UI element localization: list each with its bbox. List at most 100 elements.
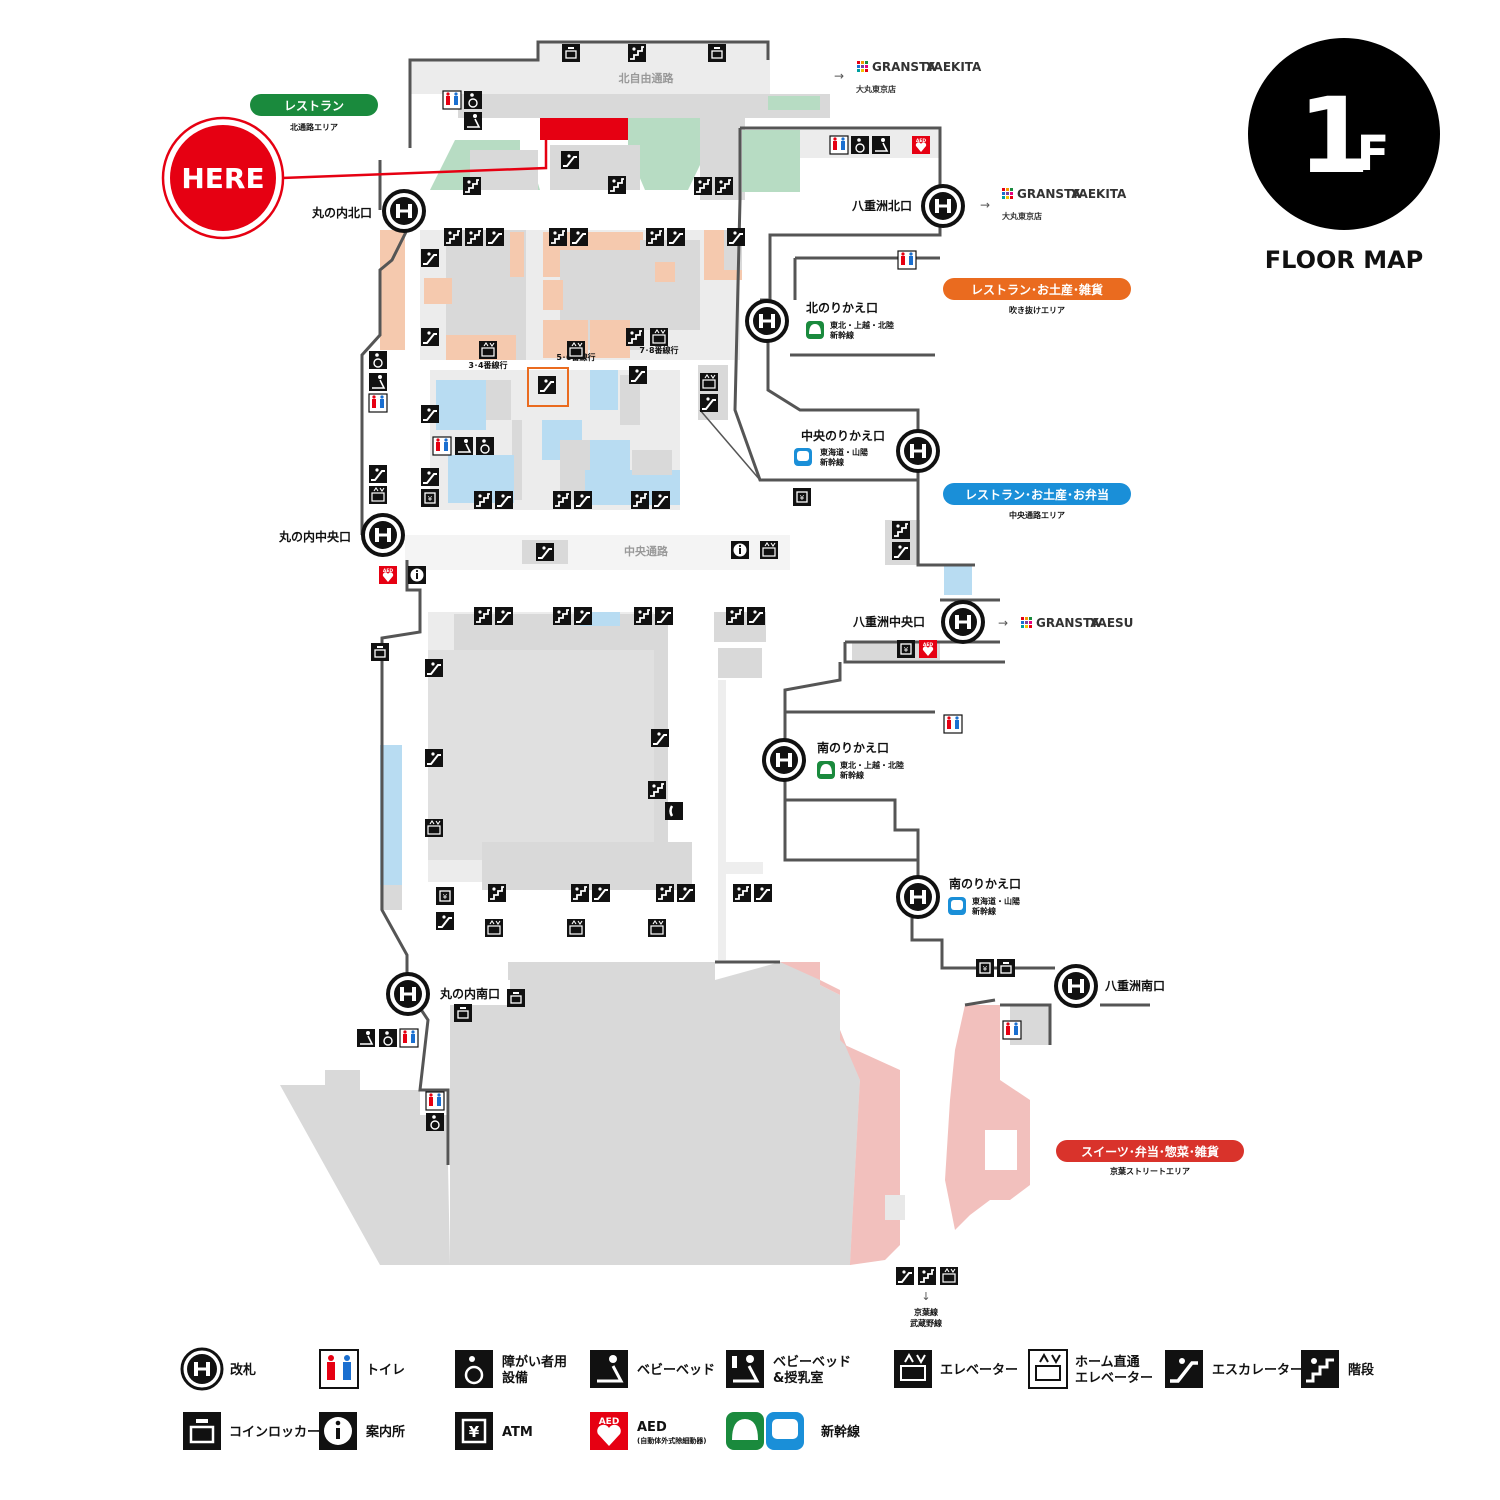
destination-sub-brand: YAEKITA	[1070, 187, 1127, 201]
escalator-icon	[666, 227, 686, 247]
gate-yaesu-south[interactable]: 八重洲南口	[1054, 964, 1165, 1008]
legend-label: 新幹線	[821, 1424, 861, 1440]
gate-marunouchi-central[interactable]: 丸の内中央口	[278, 513, 405, 557]
area-name: スイーツ･弁当･惣菜･雑貨	[1081, 1144, 1219, 1159]
area-keiyo-street[interactable]: スイーツ･弁当･惣菜･雑貨	[1056, 1140, 1244, 1162]
escalator-icon	[420, 327, 440, 347]
gate-marunouchi-north[interactable]: 丸の内北口	[311, 189, 426, 233]
gate-label: 南のりかえ口	[949, 876, 1021, 891]
toilet-icon	[399, 1028, 419, 1048]
legend-ticket-gate: 改札	[180, 1347, 256, 1391]
escalator-icon	[368, 464, 388, 484]
legend-label: エレベーター	[940, 1363, 1018, 1378]
legend-platform-elevator: ホーム直通 エレベーター	[1028, 1349, 1153, 1389]
destination-note: 大丸東京店	[1002, 211, 1042, 221]
escalator-icon	[435, 911, 455, 931]
legend-accessible: 障がい者用 設備	[455, 1350, 567, 1388]
svg-text:→: →	[834, 69, 844, 83]
toilet-icon	[425, 1091, 445, 1111]
destination-gransta-yaesu[interactable]: → GRANSTA YAESU	[998, 616, 1133, 630]
elevator-icon	[647, 918, 667, 938]
stairs-icon	[552, 490, 572, 510]
legend-baby-bed: ベビーベッド	[590, 1350, 715, 1388]
accessible-facility-icon	[475, 436, 495, 456]
baby-bed-icon	[368, 372, 388, 392]
area-central-passage[interactable]: レストラン･お土産･お弁当	[943, 483, 1131, 505]
line-label: 東海道・山陽	[820, 447, 868, 457]
area-sub-label: 吹き抜けエリア	[1009, 305, 1065, 315]
central-corridor	[405, 535, 790, 570]
stairs-icon	[645, 227, 665, 247]
platform-elevator-icon	[649, 327, 669, 347]
platform-elevator-icon	[478, 340, 498, 360]
gate-yaesu-north[interactable]: 八重洲北口	[851, 184, 965, 228]
gate-label: 八重洲中央口	[852, 614, 925, 629]
stairs-icon	[473, 490, 493, 510]
toilet-icon	[432, 436, 452, 456]
svg-text:↓: ↓	[921, 1290, 930, 1303]
area-sub-label: 京葉ストリートエリア	[1110, 1166, 1190, 1176]
destination-gransta-yaekita-2[interactable]: → GRANSTA YAEKITA 大丸東京店	[980, 187, 1127, 221]
coin-locker-icon	[370, 642, 390, 662]
area-sub-label: 中央通路エリア	[1009, 510, 1065, 520]
line-label: 新幹線	[830, 330, 854, 340]
stairs-icon	[725, 606, 745, 626]
line-label: 新幹線	[820, 457, 844, 467]
legend-coin-locker: コインロッカー	[183, 1412, 320, 1450]
baby-bed-icon	[356, 1028, 376, 1048]
gate-south-transfer-1[interactable]: 南のりかえ口 東北・上越・北陸 新幹線	[762, 738, 904, 782]
legend-label: コインロッカー	[229, 1425, 320, 1440]
escalator-icon	[560, 150, 580, 170]
legend-shinkansen: 新幹線	[726, 1412, 861, 1450]
stairs-icon	[891, 520, 911, 540]
line-label: 東海道・山陽	[972, 896, 1020, 906]
here-label: HERE	[181, 162, 264, 195]
gate-central-transfer[interactable]: 中央のりかえ口 東海道・山陽 新幹線	[794, 428, 940, 473]
escalator-icon	[420, 404, 440, 424]
area-atrium[interactable]: レストラン･お土産･雑貨	[943, 278, 1131, 300]
legend-label: エスカレーター	[1212, 1363, 1303, 1378]
stairs-icon	[462, 176, 482, 196]
gate-label: 丸の内南口	[439, 986, 500, 1001]
escalator-icon	[676, 883, 696, 903]
accessible-facility-icon	[368, 350, 388, 370]
gate-south-transfer-2[interactable]: 南のりかえ口 東海道・山陽 新幹線	[896, 875, 1021, 919]
accessible-facility-icon	[425, 1112, 445, 1132]
keiyo-line-exit[interactable]: ↓ 京葉線 武蔵野線	[910, 1290, 942, 1328]
stairs-icon	[464, 227, 484, 247]
line-label: 新幹線	[972, 906, 996, 916]
escalator-icon	[573, 606, 593, 626]
floor-suffix: F	[1357, 126, 1390, 182]
escalator-icon	[895, 1266, 915, 1286]
destination-brand: GRANSTA	[872, 60, 936, 74]
svg-text:AED: AED	[599, 1417, 620, 1427]
stairs-icon	[552, 606, 572, 626]
baby-bed-icon	[454, 436, 474, 456]
gate-marunouchi-south[interactable]: 丸の内南口	[386, 972, 500, 1016]
destination-brand: GRANSTA	[1017, 187, 1081, 201]
here-shop	[540, 118, 628, 140]
legend-escalator: エスカレーター	[1165, 1350, 1303, 1388]
gate-yaesu-central[interactable]: 八重洲中央口	[852, 600, 985, 644]
stairs-icon	[570, 883, 590, 903]
elevator-label: 3･4番線行	[468, 360, 507, 370]
elevator-icon	[368, 485, 388, 505]
platform-elevator-icon	[566, 340, 586, 360]
destination-gransta-yaekita-1[interactable]: → GRANSTA YAEKITA 大丸東京店	[834, 60, 982, 94]
gate-label: 北のりかえ口	[806, 300, 878, 315]
elevator-icon	[484, 918, 504, 938]
escalator-icon	[654, 606, 674, 626]
legend-label: (自動体外式除細動器)	[637, 1436, 706, 1445]
area-restaurant-north[interactable]: レストラン	[250, 94, 378, 116]
legend-label: ベビーベッド	[773, 1354, 851, 1370]
svg-text:¥: ¥	[469, 1423, 480, 1441]
aed-icon	[379, 566, 397, 584]
area-name: レストラン	[284, 99, 344, 113]
escalator-icon	[699, 393, 719, 413]
central-corridor-label: 中央通路	[624, 544, 669, 558]
legend-label: 障がい者用	[502, 1354, 567, 1370]
gate-north-transfer[interactable]: 北のりかえ口 東北・上越・北陸 新幹線	[745, 299, 894, 343]
escalator-icon	[651, 490, 671, 510]
escalator-icon	[420, 248, 440, 268]
baby-bed-icon	[871, 135, 891, 155]
